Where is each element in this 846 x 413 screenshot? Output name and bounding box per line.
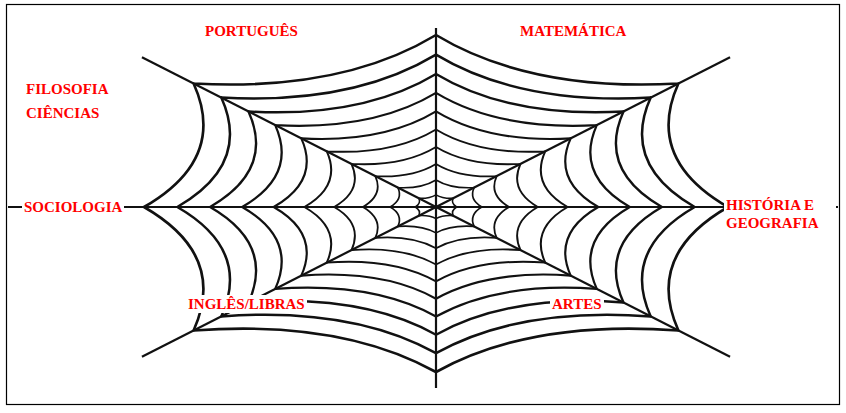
web-spokes bbox=[8, 28, 838, 388]
web-ring bbox=[390, 180, 482, 233]
subject-label: MATEMÁTICA bbox=[520, 22, 626, 40]
web-ring bbox=[242, 93, 630, 317]
frame-border bbox=[7, 5, 840, 405]
web-ring bbox=[415, 195, 456, 219]
web-ring bbox=[363, 164, 509, 248]
web-spoke bbox=[436, 57, 730, 207]
web-rings bbox=[144, 35, 728, 372]
subject-label: INGLÊS/LIBRAS bbox=[186, 295, 307, 313]
subject-label: FILOSOFIA bbox=[24, 80, 111, 98]
web-ring bbox=[334, 147, 538, 265]
web-ring bbox=[304, 130, 567, 282]
subject-label: PORTUGUÊS bbox=[205, 22, 298, 40]
web-ring bbox=[144, 35, 728, 372]
subject-label: ARTES bbox=[550, 295, 604, 313]
web-ring bbox=[177, 55, 694, 354]
web-ring bbox=[274, 111, 599, 298]
subject-label: SOCIOLOGIA bbox=[22, 198, 124, 216]
subject-label: CIÊNCIAS bbox=[24, 104, 101, 122]
web-spoke bbox=[142, 57, 436, 207]
subject-label: HISTÓRIA E GEOGRAFIA bbox=[724, 196, 836, 232]
